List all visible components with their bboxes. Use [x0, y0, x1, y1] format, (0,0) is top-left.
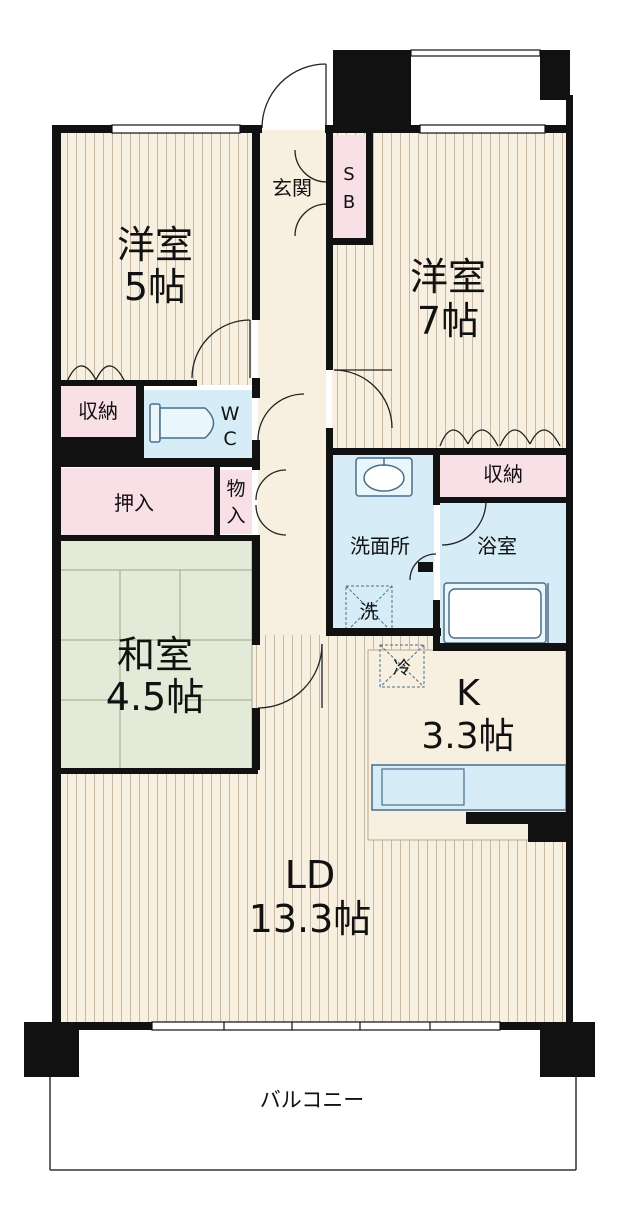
bathroom-label: 浴室 — [477, 534, 517, 558]
bathtub-fixture — [443, 582, 549, 644]
closet-area — [60, 468, 216, 538]
washer-label: 洗 — [359, 601, 378, 623]
japanese-room-name: 和室 — [117, 633, 193, 677]
storage-left-area — [60, 385, 138, 437]
japanese-room-floor — [59, 539, 253, 773]
balcony-label: バルコニー — [260, 1088, 365, 1112]
wc-w-label: W — [221, 403, 240, 425]
storage-left-label: 収納 — [78, 399, 118, 423]
shoe-box-b-label: B — [343, 192, 355, 213]
fridge-label: 冷 — [393, 658, 411, 679]
kitchen-counter — [371, 764, 567, 811]
kitchen-sink — [381, 768, 465, 806]
western-room-5-size: 5帖 — [124, 265, 186, 309]
small-storage-area — [220, 470, 252, 534]
storage-right-area — [440, 452, 566, 497]
corridor-floor — [258, 130, 326, 635]
wc-c-label: C — [223, 428, 236, 450]
walls — [24, 50, 595, 1077]
washroom-label: 洗面所 — [350, 534, 410, 558]
western-room-5-name: 洋室 — [117, 223, 193, 267]
small-storage-label-2: 入 — [226, 505, 245, 527]
ld-name: LD — [285, 853, 335, 897]
toilet-fixture — [149, 403, 215, 443]
kitchen-name: K — [456, 673, 481, 714]
storage-right-label: 収納 — [483, 462, 523, 486]
wash-basin-fixture — [355, 457, 413, 497]
windows — [111, 49, 546, 1031]
ld-size: 13.3帖 — [249, 897, 372, 941]
fridge-space — [379, 644, 425, 688]
closet-label: 押入 — [114, 491, 154, 515]
shoe-box — [333, 135, 367, 240]
door-swings — [65, 63, 561, 709]
entrance-label: 玄関 — [272, 176, 312, 200]
shoe-box-s-label: S — [343, 164, 354, 185]
kitchen-size: 3.3帖 — [421, 716, 514, 757]
western-room-7-name: 洋室 — [410, 255, 486, 299]
small-storage-label-1: 物 — [226, 478, 245, 500]
western-room-5-floor — [60, 130, 252, 385]
tatami-lines — [60, 569, 252, 772]
balcony-outline — [49, 1077, 577, 1171]
japanese-room-size: 4.5帖 — [106, 675, 204, 719]
western-room-7-size: 7帖 — [417, 299, 479, 343]
